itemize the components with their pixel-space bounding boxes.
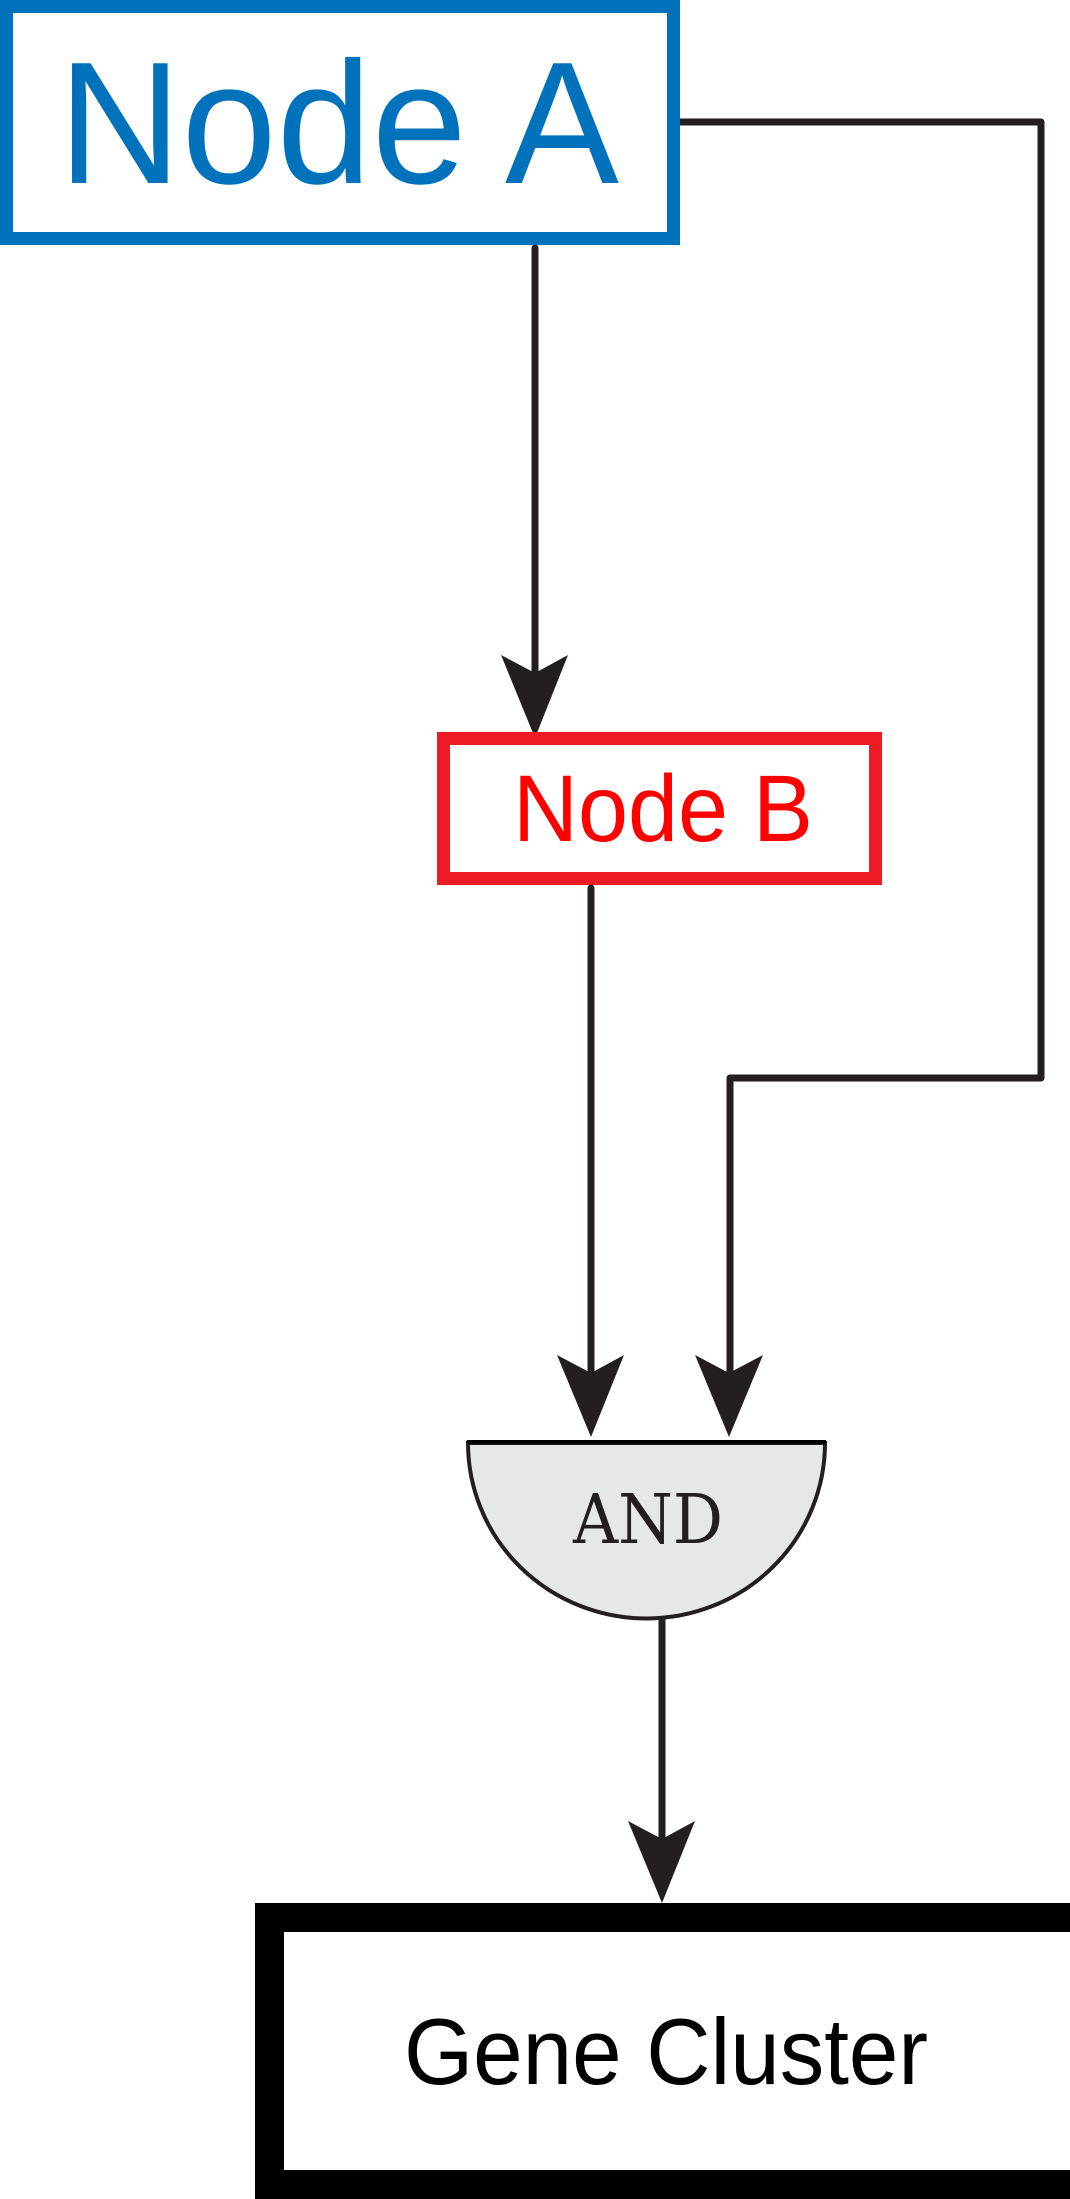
and-gate-label: AND: [572, 1481, 723, 1560]
arrowhead-icon: [628, 1821, 695, 1903]
gene-cluster-box: [255, 1903, 1070, 2199]
arrowhead-icon: [501, 655, 568, 738]
node-b-label: Node B: [513, 756, 813, 862]
arrowhead-icon: [695, 1355, 763, 1437]
node-a[interactable]: Node A: [0, 0, 680, 245]
connector-line: [680, 118, 1045, 1376]
node-b[interactable]: Node B: [437, 732, 882, 885]
edge-node-b-to-and: [557, 884, 624, 1437]
gene-cluster[interactable]: Gene Cluster: [255, 1903, 1070, 2199]
arrowhead-icon: [557, 1355, 624, 1437]
node-a-label: Node A: [58, 25, 619, 220]
and-gate-shape: [465, 1441, 828, 1621]
node-b-box: [437, 732, 882, 885]
node-a-box: [0, 0, 680, 245]
gene-cluster-label: Gene Cluster: [404, 1999, 928, 2104]
edge-node-a-to-node-b: [501, 244, 568, 738]
edge-node-a-to-and: [680, 118, 1045, 1437]
and-gate[interactable]: AND: [465, 1440, 828, 1621]
edge-and-to-gene-cluster: [628, 1618, 695, 1903]
